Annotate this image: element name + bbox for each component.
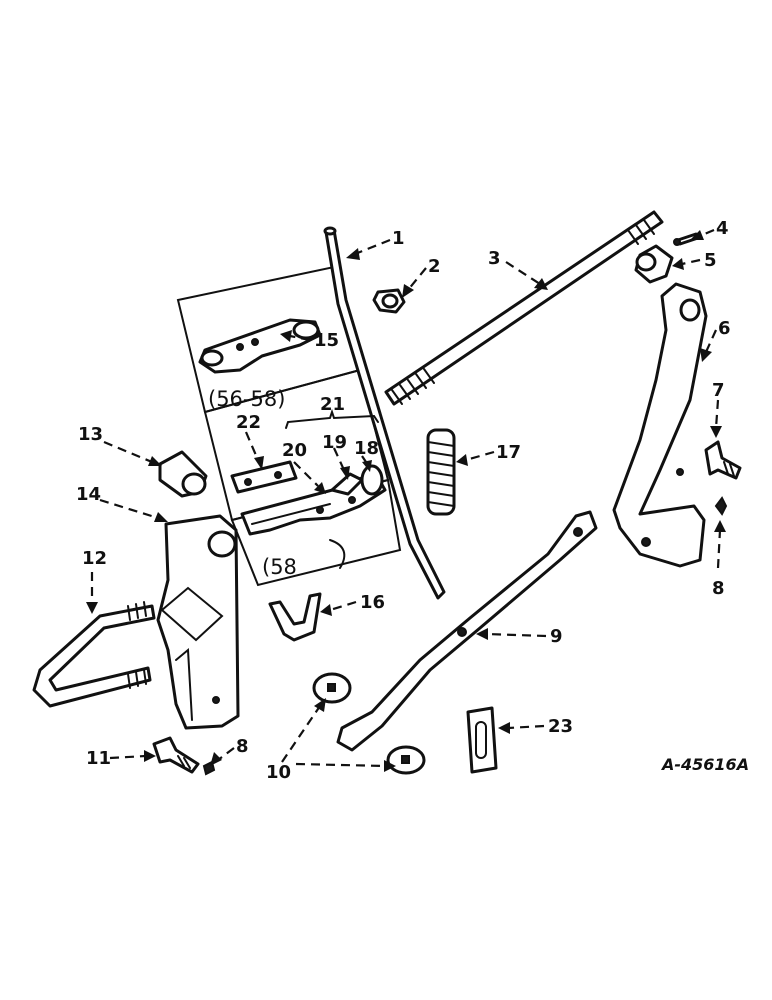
callout-19: 19 xyxy=(322,432,347,453)
part-5-bushing xyxy=(634,244,674,284)
callout-2: 2 xyxy=(428,256,441,277)
part-11-bolt xyxy=(152,736,200,774)
callout-21: 21 xyxy=(320,394,345,415)
part-10-washer-upper xyxy=(312,672,352,704)
part-15-bracket xyxy=(198,318,322,374)
part-3-threaded-rod xyxy=(384,210,664,406)
part-2-clamp xyxy=(372,288,406,314)
part-14-clamp-bracket xyxy=(156,514,240,730)
callout-3: 3 xyxy=(488,248,501,269)
reference-code: A-45616A xyxy=(660,755,749,774)
callout-15: 15 xyxy=(314,330,339,351)
callout-8-left: 8 xyxy=(236,736,249,757)
part-18-spring-clip xyxy=(360,464,384,496)
callout-9: 9 xyxy=(550,626,563,647)
part-1-rod xyxy=(323,226,446,600)
callout-20: 20 xyxy=(282,440,307,461)
callout-6: 6 xyxy=(718,318,731,339)
inset-bottom-label: (58 xyxy=(262,555,297,579)
part-6-support-bracket xyxy=(612,282,708,568)
callout-8-right: 8 xyxy=(712,578,725,599)
callout-7: 7 xyxy=(712,380,725,401)
part-7-bolt xyxy=(704,440,742,480)
part-10-washer-lower xyxy=(386,745,426,775)
part-23-slotted-plate xyxy=(466,706,498,774)
part-17-spring xyxy=(426,428,456,516)
part-8-nut-right xyxy=(714,496,728,516)
callout-12: 12 xyxy=(82,548,107,569)
callout-22: 22 xyxy=(236,412,261,433)
part-12-u-bolt xyxy=(32,601,156,708)
callout-10: 10 xyxy=(266,762,291,783)
callout-1: 1 xyxy=(392,228,405,249)
callout-13: 13 xyxy=(78,424,103,445)
inset-bracket-tail xyxy=(329,539,346,569)
callout-labels: 1 2 3 4 5 6 7 8 8 9 10 11 12 13 14 15 16… xyxy=(76,218,731,783)
callout-11: 11 xyxy=(86,748,111,769)
part-22-plate xyxy=(230,460,298,494)
callout-14: 14 xyxy=(76,484,101,505)
inset-top-label: (56-58) xyxy=(208,387,285,411)
callout-18: 18 xyxy=(354,438,379,459)
part-13-bushing xyxy=(158,450,208,498)
callout-5: 5 xyxy=(704,250,717,271)
callout-17: 17 xyxy=(496,442,521,463)
part-9-flat-bar xyxy=(336,510,598,752)
part-16-u-bolt xyxy=(268,592,322,642)
callout-4: 4 xyxy=(716,218,729,239)
callout-16: 16 xyxy=(360,592,385,613)
leader-lines xyxy=(86,228,726,772)
callout-23: 23 xyxy=(548,716,573,737)
bracket-21 xyxy=(285,408,379,429)
